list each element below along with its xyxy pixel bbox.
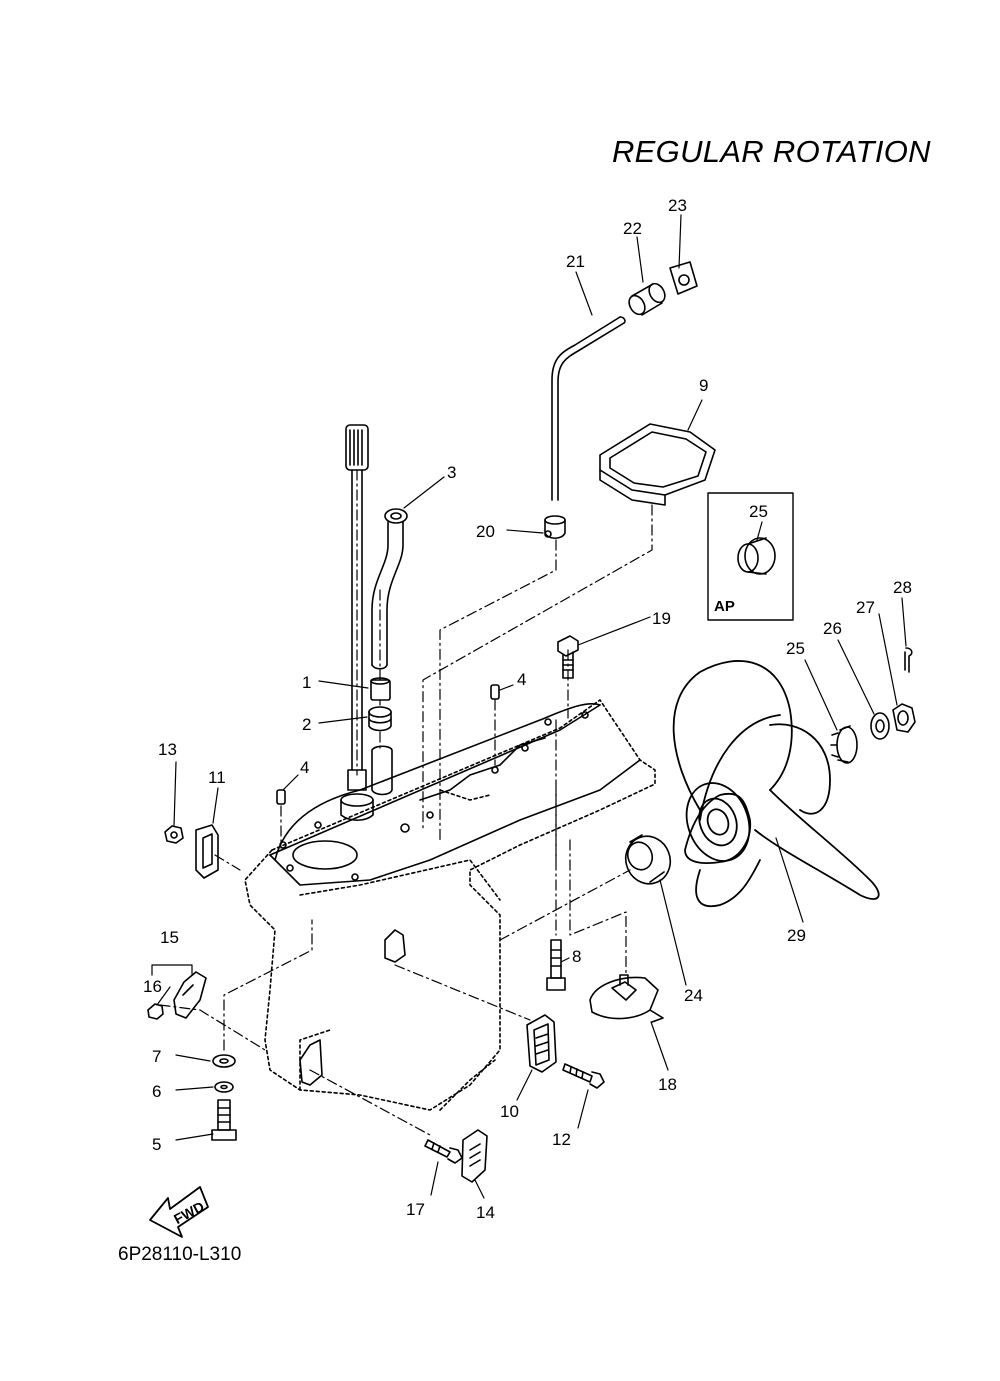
trim-tab-10 xyxy=(526,1014,557,1073)
spacer-25 xyxy=(830,725,858,764)
grommet-part xyxy=(370,677,391,701)
diagram-title: REGULAR ROTATION xyxy=(612,134,931,169)
nut-13 xyxy=(164,825,184,844)
callout-16: 16 xyxy=(143,977,162,996)
plate-18 xyxy=(589,974,664,1023)
callout-6: 6 xyxy=(152,1082,161,1101)
clip xyxy=(669,261,698,295)
callout-labels: 1 2 3 4 4 5 6 7 8 9 10 11 12 13 14 15 16… xyxy=(143,196,912,1222)
diagram-code: 6P28110-L310 xyxy=(118,1244,242,1265)
callout-10: 10 xyxy=(500,1102,519,1121)
callout-21: 21 xyxy=(566,252,585,271)
callout-22: 22 xyxy=(623,219,642,238)
plate-11 xyxy=(195,824,219,879)
callout-27: 27 xyxy=(856,598,875,617)
inset-box xyxy=(707,492,794,621)
anode-14 xyxy=(461,1129,488,1183)
callout-1: 1 xyxy=(302,673,311,692)
bolt-12 xyxy=(562,1063,605,1089)
callout-25a: 25 xyxy=(749,502,768,521)
callout-9: 9 xyxy=(699,376,708,395)
callout-4a: 4 xyxy=(300,758,309,777)
bolt-17 xyxy=(424,1139,463,1164)
callout-12: 12 xyxy=(552,1130,571,1149)
callout-26: 26 xyxy=(823,619,842,638)
inset-spacer-ring xyxy=(737,537,776,575)
washer-6 xyxy=(214,1081,234,1093)
callout-14: 14 xyxy=(476,1203,495,1222)
callout-28: 28 xyxy=(893,578,912,597)
callout-3: 3 xyxy=(447,463,456,482)
nut-16 xyxy=(147,1003,164,1020)
callout-4b: 4 xyxy=(517,670,526,689)
callout-20: 20 xyxy=(476,522,495,541)
cooling-hose xyxy=(551,316,626,501)
callout-15: 15 xyxy=(160,928,179,947)
propeller xyxy=(672,660,880,908)
inset-label: AP xyxy=(714,598,735,615)
fwd-label: FWD xyxy=(171,1198,207,1227)
fwd-arrow xyxy=(149,1186,209,1238)
water-tube xyxy=(371,508,408,670)
nut-27 xyxy=(892,703,916,733)
hose-grommet xyxy=(544,515,566,540)
callout-17: 17 xyxy=(406,1200,425,1219)
bolt-19 xyxy=(557,635,579,679)
callout-8: 8 xyxy=(572,947,581,966)
callout-13: 13 xyxy=(158,740,177,759)
callout-19: 19 xyxy=(652,609,671,628)
callout-7: 7 xyxy=(152,1047,161,1066)
callout-18: 18 xyxy=(658,1075,677,1094)
dowel-pin xyxy=(276,684,500,805)
gasket xyxy=(599,423,716,506)
bolt-5 xyxy=(211,1099,237,1141)
callout-5: 5 xyxy=(152,1135,161,1154)
seal-part xyxy=(368,706,392,732)
anode-15 xyxy=(173,971,207,1019)
collar xyxy=(628,282,666,316)
callout-29: 29 xyxy=(787,926,806,945)
cotter-pin xyxy=(904,647,913,673)
callout-25b: 25 xyxy=(786,639,805,658)
washer-26 xyxy=(870,712,890,740)
callout-2: 2 xyxy=(302,715,311,734)
cap-24 xyxy=(624,834,672,885)
callout-24: 24 xyxy=(684,986,703,1005)
bolt-8 xyxy=(546,939,566,991)
callout-11: 11 xyxy=(208,768,226,787)
washer-7 xyxy=(212,1054,236,1068)
callout-23: 23 xyxy=(668,196,687,215)
